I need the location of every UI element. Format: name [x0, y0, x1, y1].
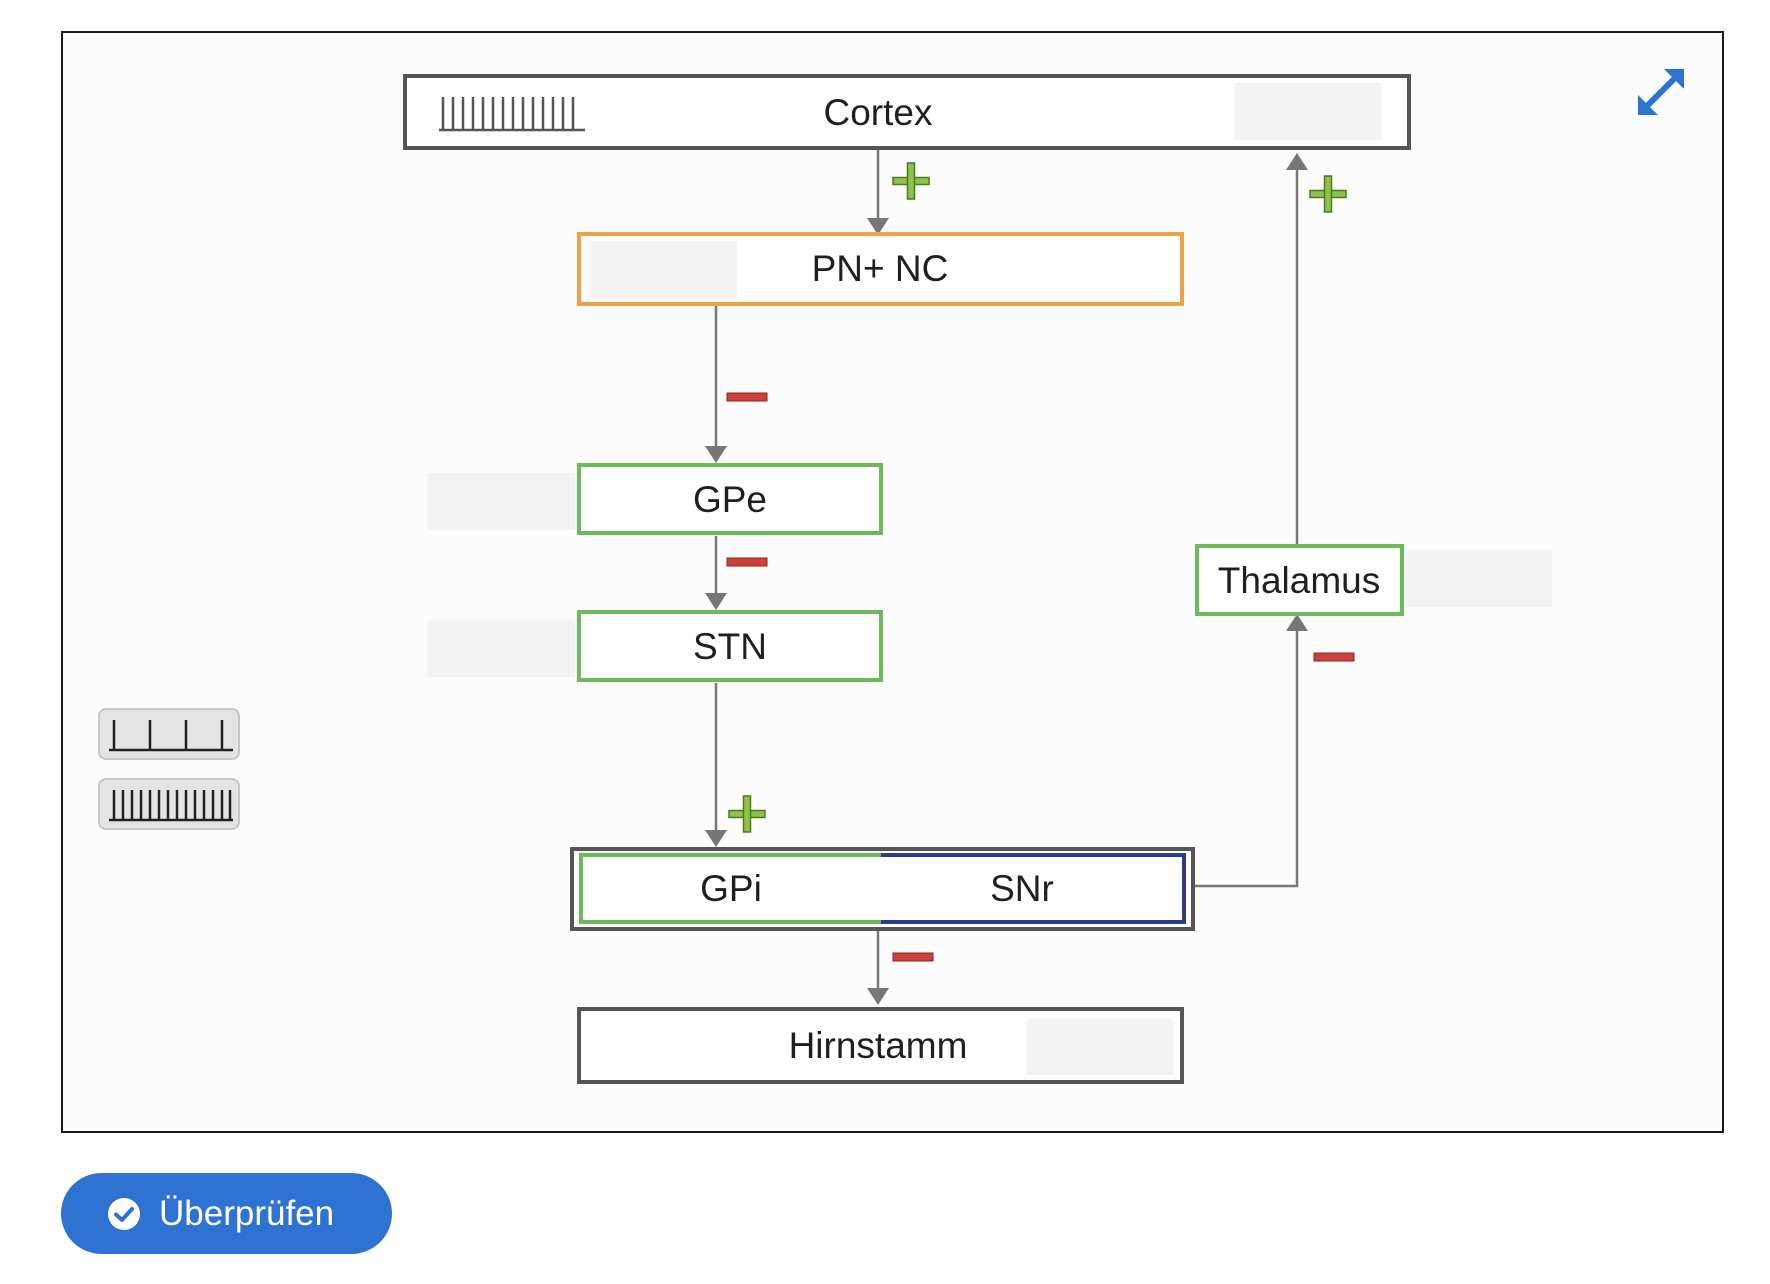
minus-sign-snr-thalamus	[1313, 652, 1355, 662]
hirnstamm-label: Hirnstamm	[789, 1025, 968, 1066]
minus-sign-gpi-hirnstamm	[892, 952, 934, 962]
plus-sign-stn-gpi	[728, 795, 766, 833]
stn-label: STN	[693, 626, 767, 667]
cortex-spike-marker	[439, 97, 585, 132]
check-circle-icon	[107, 1197, 141, 1231]
snr-box	[881, 853, 1186, 924]
gpi-box	[579, 853, 881, 924]
diagram-canvas: Cortex PN+ NC GPe STN GPi SNr Hirnstamm …	[61, 31, 1724, 1133]
basal-ganglia-diagram: Cortex PN+ NC GPe STN GPi SNr Hirnstamm …	[403, 74, 1552, 1084]
arrowhead-thalamus-to-cortex	[1286, 153, 1308, 170]
low-frequency-spikes-icon	[109, 720, 233, 752]
drop-zone-thalamus[interactable]	[1406, 550, 1552, 607]
arrowhead-stn-to-gpi	[705, 830, 727, 847]
snr-label: SNr	[990, 868, 1054, 909]
arrowhead-cortex-to-pn-nc	[867, 218, 889, 235]
gpe-label: GPe	[693, 479, 767, 520]
high-frequency-spikes-icon	[109, 790, 233, 822]
drop-zone-gpe[interactable]	[427, 473, 575, 530]
edge-snr-to-thalamus	[1186, 625, 1299, 888]
thalamus-label: Thalamus	[1218, 560, 1380, 601]
cortex-label: Cortex	[824, 92, 933, 133]
check-button-label: Überprüfen	[159, 1193, 335, 1233]
arrowhead-gpi-to-hirnstamm	[867, 988, 889, 1005]
arrowhead-gpe-to-stn	[705, 593, 727, 610]
arrowhead-pn-nc-to-gpe	[705, 446, 727, 463]
stn-box	[577, 610, 883, 682]
arrowhead-snr-to-thalamus	[1286, 614, 1308, 631]
thalamus-box	[1195, 544, 1404, 616]
plus-sign-thalamus-cortex	[1309, 175, 1347, 213]
gpi-label: GPi	[700, 868, 762, 909]
pn-nc-label: PN+ NC	[812, 248, 949, 289]
minus-sign-pn-gpe	[726, 392, 768, 402]
check-button[interactable]: Überprüfen	[61, 1173, 392, 1254]
drop-zone-pn-nc[interactable]	[591, 241, 737, 298]
gpe-box	[577, 463, 883, 535]
drop-zone-hirnstamm[interactable]	[1027, 1018, 1173, 1075]
expand-arrows-icon[interactable]	[1634, 65, 1688, 119]
gpi-snr-outer-box	[570, 847, 1195, 931]
minus-sign-gpe-stn	[726, 557, 768, 567]
drop-zone-stn[interactable]	[427, 620, 575, 677]
drop-zone-cortex[interactable]	[1235, 83, 1381, 140]
palette-high-frequency-spikes[interactable]	[98, 778, 240, 830]
plus-sign-cortex-pn	[892, 162, 930, 200]
palette-low-frequency-spikes[interactable]	[98, 708, 240, 760]
